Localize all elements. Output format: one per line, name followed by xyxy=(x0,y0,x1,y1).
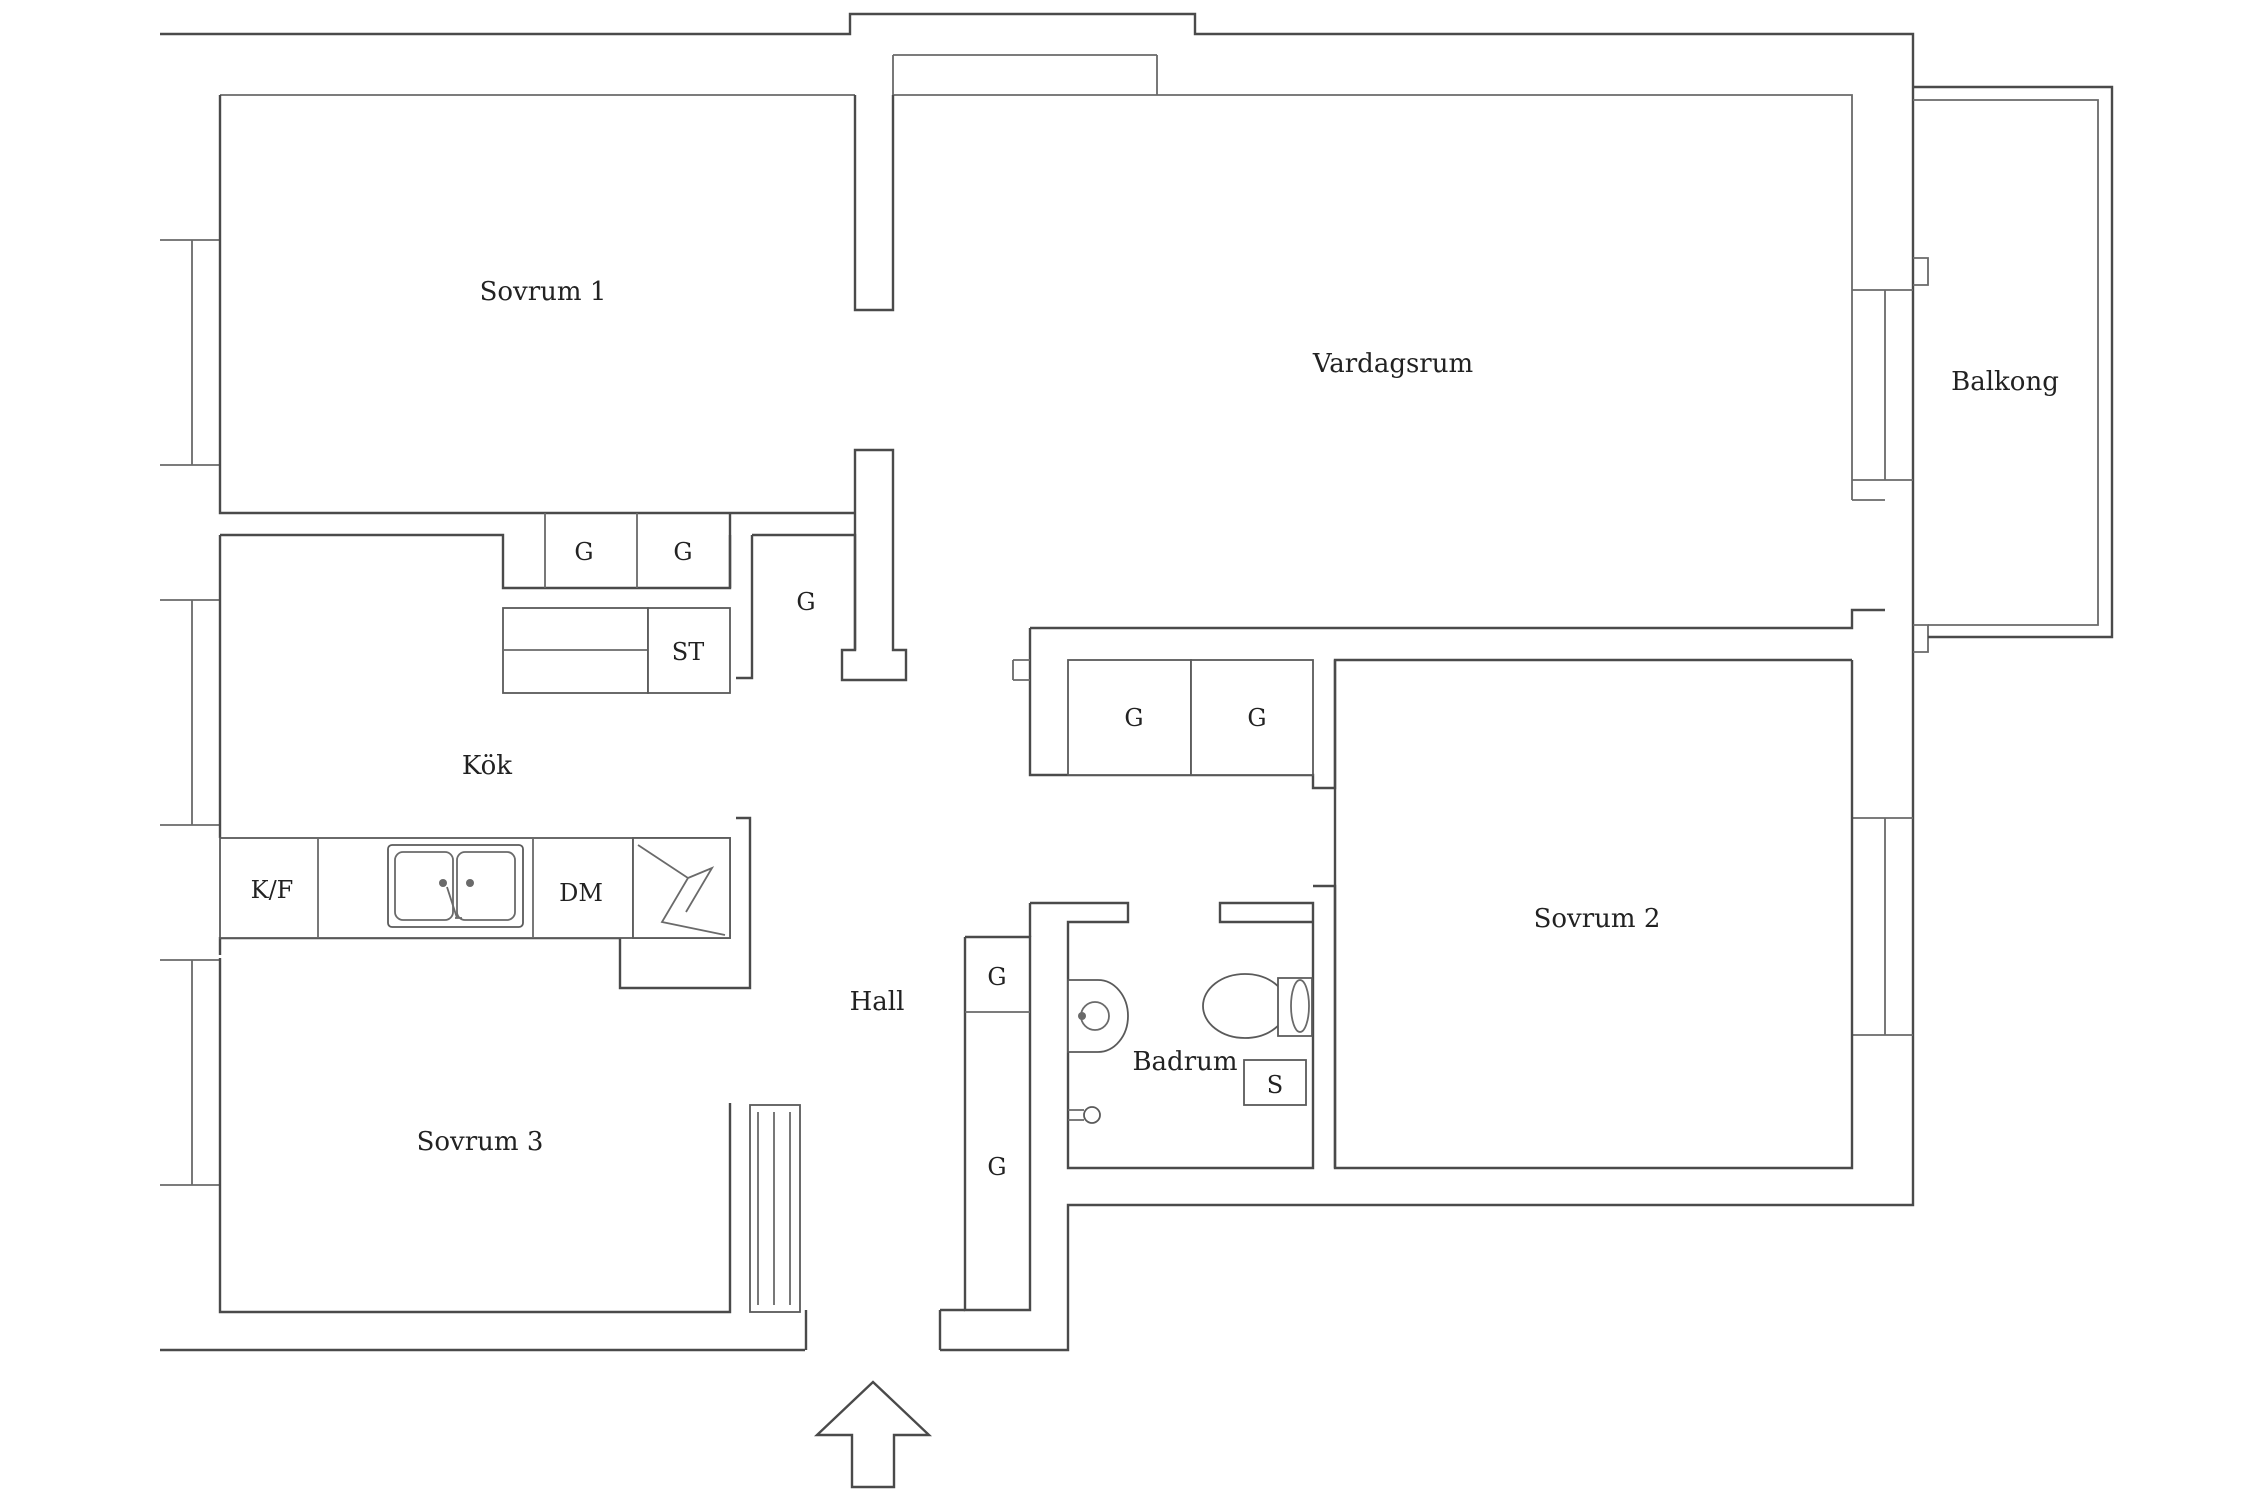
room-label-sovrum-3: Sovrum 3 xyxy=(417,1127,544,1157)
room-label-balkong: Balkong xyxy=(1951,367,2059,397)
room-label-badrum: Badrum xyxy=(1132,1047,1237,1077)
outer-walls xyxy=(160,12,1929,1352)
sovrum-3-walls xyxy=(218,958,732,1314)
room-label-sovrum-1: Sovrum 1 xyxy=(480,277,607,307)
sovrum-2-walls xyxy=(1313,660,1854,1170)
fixture-label-shower: S xyxy=(1267,1071,1283,1099)
fixture-label-garderob: G xyxy=(796,588,815,616)
toilet-icon xyxy=(1202,973,1313,1039)
bathroom-walls xyxy=(1028,901,1315,1170)
fixture-label-garderob: G xyxy=(673,538,692,566)
room-label-vardagsrum: Vardagsrum xyxy=(1312,349,1473,379)
stove-icon xyxy=(632,837,731,939)
fixture-label-garderob: G xyxy=(1124,704,1143,732)
fixture-label-garderob: G xyxy=(987,963,1006,991)
room-label-hall: Hall xyxy=(850,987,905,1017)
sink-icon xyxy=(387,844,524,928)
sovrum-1-walls xyxy=(218,95,908,682)
washbasin-icon xyxy=(1067,979,1129,1053)
hall-walls xyxy=(749,608,1885,1350)
fixture-label-stadskap: ST xyxy=(672,638,704,666)
fixture-label-garderob: G xyxy=(574,538,593,566)
balcony xyxy=(1913,85,2114,639)
shower-box xyxy=(1243,1059,1307,1106)
kitchen-walls xyxy=(218,513,857,990)
fixture-label-garderob: G xyxy=(987,1153,1006,1181)
entrance-arrow-icon xyxy=(813,1380,933,1489)
fixture-label-diskmaskin: DM xyxy=(559,879,603,907)
shower-tap-icon xyxy=(1068,1106,1101,1124)
fixture-label-garderob: G xyxy=(1247,704,1266,732)
fixture-label-kyl-frys: K/F xyxy=(251,876,294,904)
room-label-sovrum-2: Sovrum 2 xyxy=(1534,904,1661,934)
room-label-kok: Kök xyxy=(462,751,512,781)
